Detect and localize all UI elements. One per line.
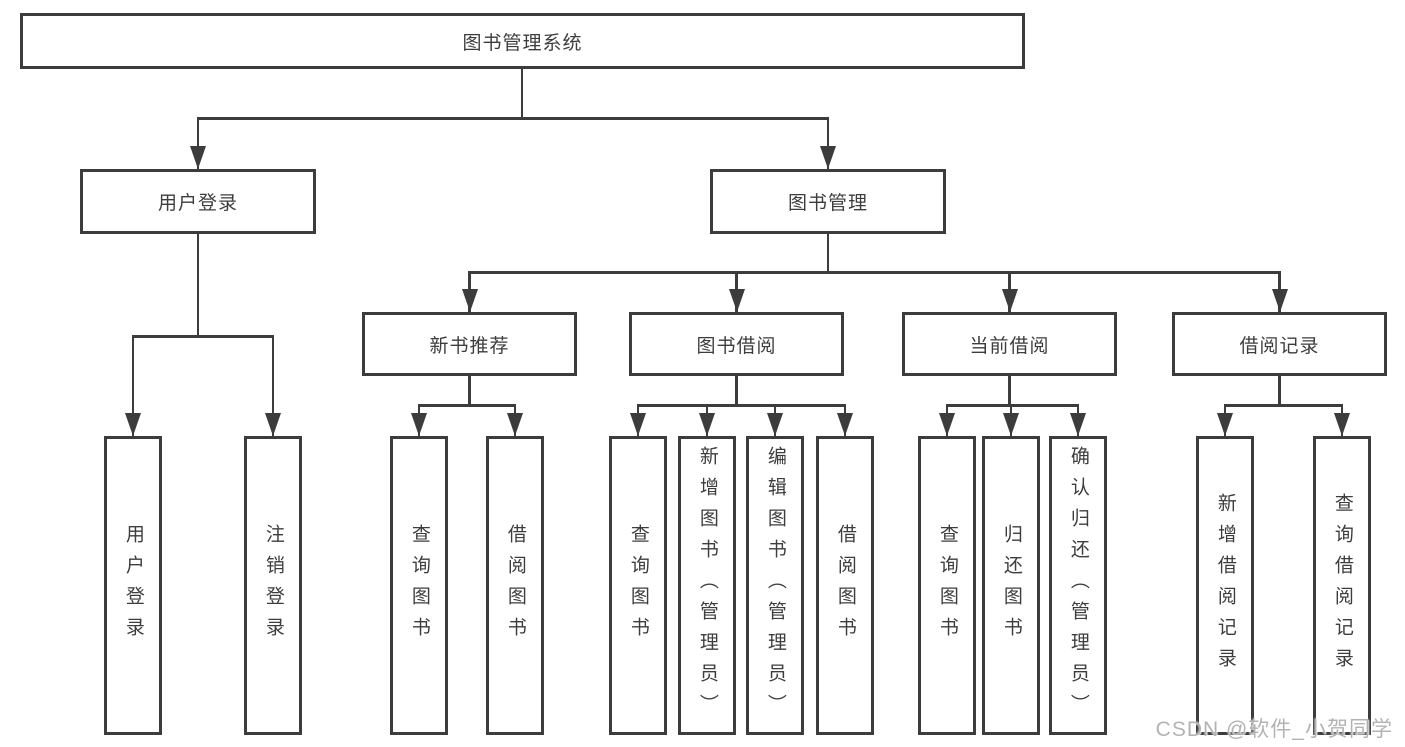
node-label: 查询图书 bbox=[627, 523, 649, 648]
leaf-borrow-books: 借阅图书 bbox=[486, 436, 544, 735]
arrow-down-icon bbox=[630, 413, 646, 436]
arrow-down-icon bbox=[125, 413, 141, 436]
connector-drop bbox=[271, 335, 275, 436]
leaf-borrow-books-2: 借阅图书 bbox=[816, 436, 874, 735]
connector-rail bbox=[637, 404, 846, 407]
connector-rail bbox=[1224, 404, 1343, 407]
node-borrow-record: 借阅记录 bbox=[1172, 312, 1387, 376]
arrow-down-icon bbox=[1217, 413, 1233, 436]
connector-rail bbox=[418, 404, 516, 407]
arrow-down-icon bbox=[461, 289, 478, 312]
node-label: 新增借阅记录 bbox=[1214, 492, 1236, 679]
arrow-down-icon bbox=[1001, 289, 1018, 312]
arrow-down-icon bbox=[767, 413, 783, 436]
node-label: 注销登录 bbox=[262, 523, 284, 648]
leaf-query-books: 查询图书 bbox=[390, 436, 448, 735]
node-label: 编辑图书（管理员） bbox=[764, 446, 786, 725]
node-label: 查询图书 bbox=[408, 523, 430, 648]
connector-stem bbox=[196, 234, 200, 336]
connector-drop bbox=[826, 117, 830, 169]
node-label: 查询借阅记录 bbox=[1331, 492, 1353, 679]
leaf-add-book-admin: 新增图书（管理员） bbox=[678, 436, 736, 735]
arrow-down-icon bbox=[1070, 413, 1086, 436]
node-label: 归还图书 bbox=[1000, 523, 1022, 648]
node-label: 当前借阅 bbox=[969, 335, 1050, 357]
leaf-confirm-return-admin: 确认归还（管理员） bbox=[1049, 436, 1107, 735]
node-label: 借阅图书 bbox=[834, 523, 856, 648]
node-label: 新书推荐 bbox=[429, 335, 510, 357]
node-new-book-recommend: 新书推荐 bbox=[362, 312, 577, 376]
node-label: 用户登录 bbox=[122, 523, 144, 648]
node-label: 图书管理系统 bbox=[462, 32, 583, 54]
node-label: 确认归还（管理员） bbox=[1067, 446, 1089, 725]
arrow-down-icon bbox=[820, 146, 836, 169]
leaf-query-books-2: 查询图书 bbox=[609, 436, 667, 735]
arrow-down-icon bbox=[699, 413, 715, 436]
arrow-down-icon bbox=[837, 413, 853, 436]
arrow-down-icon bbox=[1003, 413, 1019, 436]
connector-drop bbox=[196, 117, 200, 169]
leaf-add-borrow-record: 新增借阅记录 bbox=[1196, 436, 1254, 735]
arrow-down-icon bbox=[1271, 289, 1288, 312]
arrow-down-icon bbox=[728, 289, 745, 312]
connector-stem bbox=[735, 375, 738, 405]
leaf-edit-book-admin: 编辑图书（管理员） bbox=[746, 436, 804, 735]
node-book-management: 图书管理 bbox=[710, 169, 946, 234]
connector-level3-rail bbox=[468, 271, 1281, 274]
connector-stem bbox=[1278, 375, 1281, 405]
arrow-down-icon bbox=[507, 413, 523, 436]
node-label: 借阅记录 bbox=[1239, 335, 1320, 357]
connector-stem bbox=[468, 375, 471, 405]
connector-drop bbox=[131, 335, 135, 436]
arrow-down-icon bbox=[265, 413, 281, 436]
node-label: 借阅图书 bbox=[504, 523, 526, 648]
leaf-query-borrow-record: 查询借阅记录 bbox=[1313, 436, 1371, 735]
connector-root-stem bbox=[520, 68, 524, 119]
leaf-return-book: 归还图书 bbox=[982, 436, 1040, 735]
node-label: 图书管理 bbox=[787, 193, 868, 214]
arrow-down-icon bbox=[939, 413, 955, 436]
csdn-watermark: CSDN @软件_小贺同学 bbox=[1155, 718, 1393, 741]
connector-rail bbox=[946, 404, 1079, 407]
node-label: 图书借阅 bbox=[696, 335, 777, 357]
arrow-down-icon bbox=[190, 146, 206, 169]
leaf-user-login: 用户登录 bbox=[104, 436, 162, 735]
node-root-library-management-system: 图书管理系统 bbox=[20, 13, 1025, 69]
node-label: 查询图书 bbox=[936, 523, 958, 648]
node-current-borrow: 当前借阅 bbox=[902, 312, 1117, 376]
node-label: 新增图书（管理员） bbox=[696, 446, 718, 725]
leaf-query-books-3: 查询图书 bbox=[918, 436, 976, 735]
connector-stem bbox=[826, 234, 830, 272]
connector-stem bbox=[1008, 375, 1011, 405]
connector-rail bbox=[132, 335, 274, 338]
leaf-logout: 注销登录 bbox=[244, 436, 302, 735]
node-book-borrow: 图书借阅 bbox=[629, 312, 844, 376]
node-label: 用户登录 bbox=[157, 193, 238, 214]
connector-level2-rail bbox=[197, 117, 829, 120]
arrow-down-icon bbox=[1334, 413, 1350, 436]
node-user-login: 用户登录 bbox=[80, 169, 316, 234]
arrow-down-icon bbox=[411, 413, 427, 436]
